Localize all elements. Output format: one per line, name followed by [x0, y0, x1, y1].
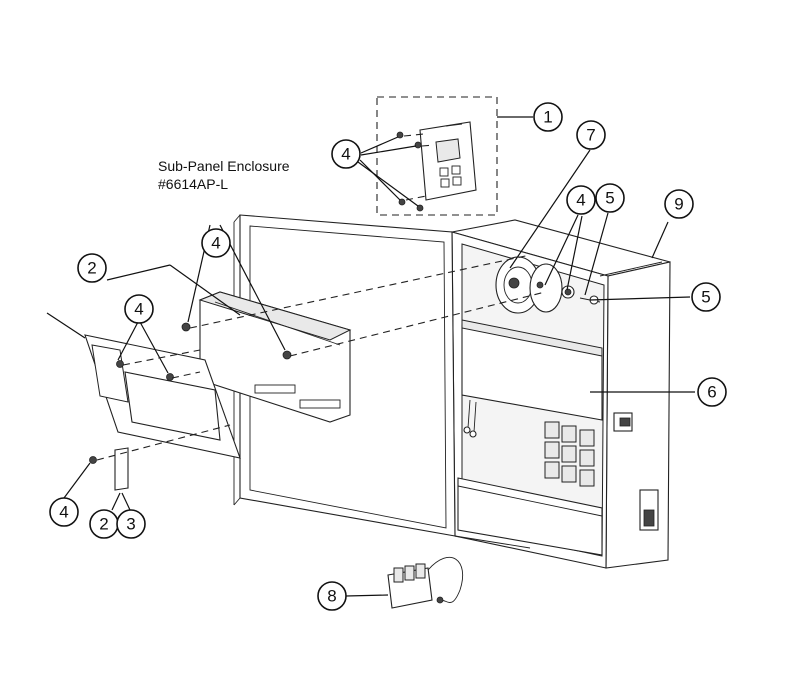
screw-icon [89, 456, 97, 464]
callout-4: 4 [201, 228, 231, 258]
svg-text:6: 6 [707, 383, 716, 402]
callout-4: 4 [331, 139, 361, 169]
sub-panel-cover [46, 264, 241, 459]
screw-icon [396, 131, 404, 139]
screw-icon [166, 373, 174, 381]
svg-text:4: 4 [576, 191, 585, 210]
svg-text:3: 3 [126, 515, 135, 534]
contactor [345, 557, 464, 609]
callout-2: 2 [77, 253, 107, 283]
timer-faceplate [419, 121, 477, 201]
timer-dashed-box [376, 96, 498, 216]
callout-8: 8 [317, 581, 347, 611]
callout-1: 1 [533, 102, 563, 132]
timer-module-group [357, 96, 533, 216]
diagram-title: Sub-Panel Enclosure [158, 158, 290, 174]
screw-icon [398, 198, 406, 206]
svg-text:4: 4 [134, 300, 143, 319]
svg-text:1: 1 [543, 108, 552, 127]
callout-4: 4 [49, 497, 79, 527]
screw-icon [414, 141, 422, 149]
svg-text:2: 2 [99, 515, 108, 534]
screw-icon [181, 322, 191, 332]
svg-text:4: 4 [59, 503, 68, 522]
assembly-lines [96, 254, 546, 461]
svg-text:9: 9 [674, 195, 683, 214]
callout-5: 5 [595, 183, 625, 213]
callout-9: 9 [664, 189, 694, 219]
svg-text:4: 4 [341, 145, 350, 164]
screw-icon [116, 360, 124, 368]
clock-motor-housing [529, 263, 563, 313]
screw-icon [416, 204, 424, 212]
svg-text:2: 2 [87, 259, 96, 278]
enclosure-body [451, 149, 695, 569]
callout-7: 7 [576, 120, 606, 150]
callout-4: 4 [566, 185, 596, 215]
screw-icon [282, 350, 292, 360]
callout-5: 5 [691, 282, 721, 312]
callouts: 1 4 7 4 5 9 2 4 4 5 6 4 2 3 8 [49, 102, 727, 611]
diagram-part-number: #6614AP-L [158, 176, 229, 192]
callout-4: 4 [124, 294, 154, 324]
svg-text:5: 5 [701, 288, 710, 307]
small-plate-group [63, 447, 131, 511]
svg-text:7: 7 [586, 126, 595, 145]
callout-6: 6 [697, 377, 727, 407]
svg-text:4: 4 [211, 234, 220, 253]
svg-text:8: 8 [327, 587, 336, 606]
callout-3: 3 [116, 509, 146, 539]
svg-text:5: 5 [605, 189, 614, 208]
callout-2: 2 [89, 509, 119, 539]
